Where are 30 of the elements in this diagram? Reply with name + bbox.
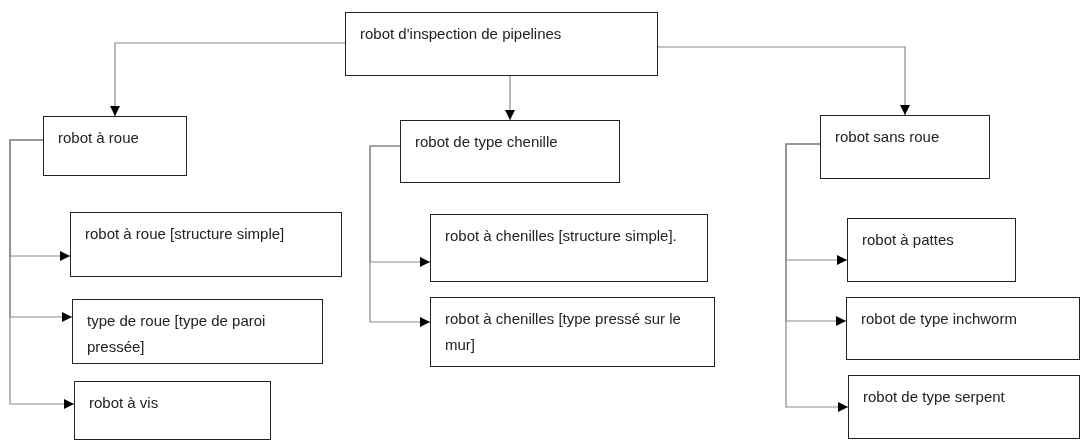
arrow <box>9 139 75 409</box>
box-label: robot à roue <box>58 128 140 148</box>
process-box <box>43 116 187 176</box>
arrow <box>505 75 515 121</box>
process-box <box>820 115 990 179</box>
process-box <box>70 212 342 277</box>
box-label: robot sans roue <box>835 127 941 147</box>
process-box <box>846 297 1080 360</box>
arrow <box>785 143 849 412</box>
box-label: robot d'inspection de pipelines <box>360 24 563 44</box>
box-label: robot à chenilles [type pressé sur le mur] <box>445 309 682 355</box>
box-label: robot à pattes <box>862 230 955 250</box>
process-box <box>345 12 658 76</box>
box-label: robot à vis <box>89 393 160 413</box>
process-box <box>848 375 1080 439</box>
box-label: robot de type serpent <box>863 387 1006 407</box>
arrow <box>110 42 346 117</box>
process-box <box>400 120 620 183</box>
box-label: robot à roue [structure simple] <box>85 224 286 244</box>
box-label: type de roue [type de paroi pressée] <box>87 311 267 357</box>
process-box <box>74 381 271 440</box>
arrow <box>369 145 431 327</box>
process-box <box>72 299 323 364</box>
box-label: robot de type inchworm <box>861 309 1018 329</box>
arrow <box>657 46 910 116</box>
box-label: robot de type chenille <box>415 132 559 152</box>
process-box <box>847 218 1016 282</box>
process-box <box>430 297 715 367</box>
box-label: robot à chenilles [structure simple]. <box>445 226 678 246</box>
process-box <box>430 214 708 282</box>
